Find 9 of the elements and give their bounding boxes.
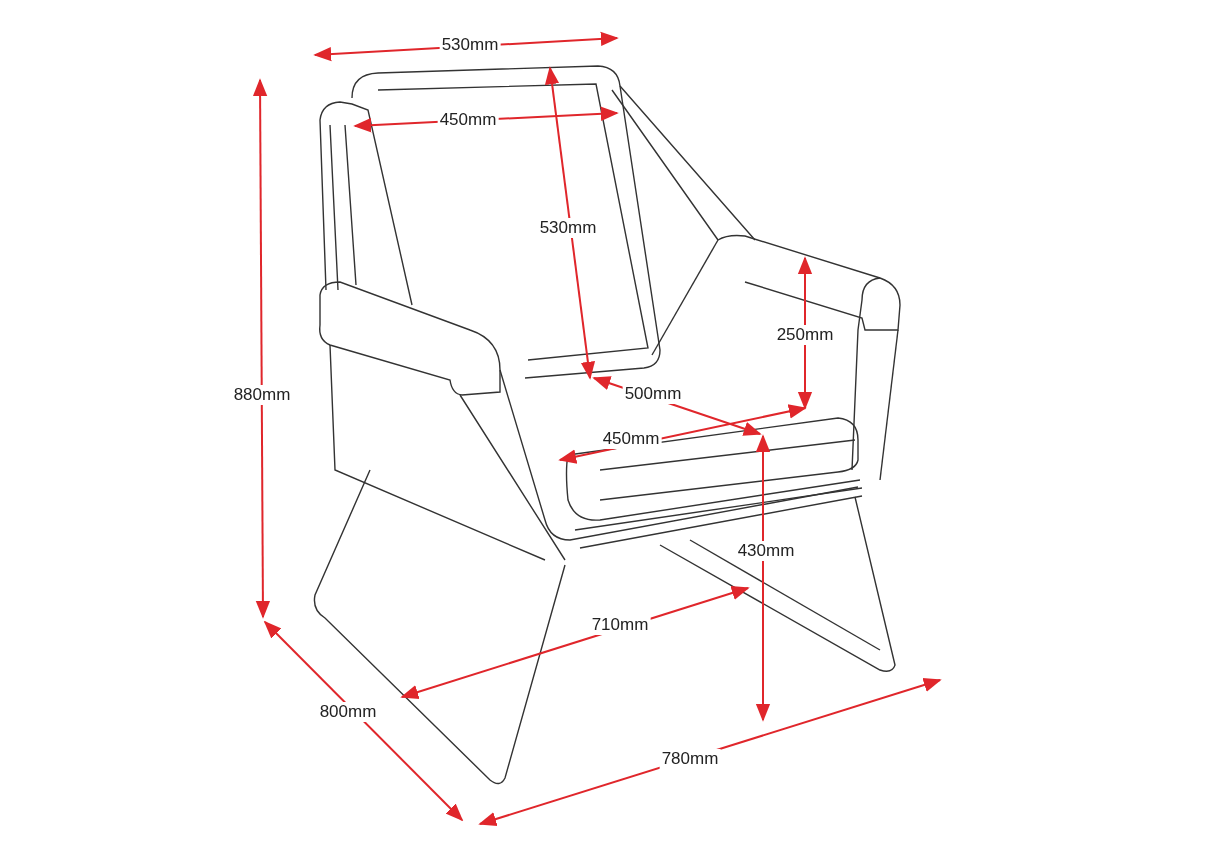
dimension-label: 780mm	[659, 749, 721, 769]
dimension-label: 710mm	[589, 615, 651, 635]
dimension-label: 500mm	[622, 384, 684, 404]
dimension-label: 430mm	[735, 541, 797, 561]
dimension-label: 530mm	[537, 218, 599, 238]
dimension-label: 250mm	[774, 325, 836, 345]
dimension-label: 450mm	[600, 429, 662, 449]
dimension-label: 800mm	[317, 702, 379, 722]
dimension-label: 880mm	[231, 385, 293, 405]
